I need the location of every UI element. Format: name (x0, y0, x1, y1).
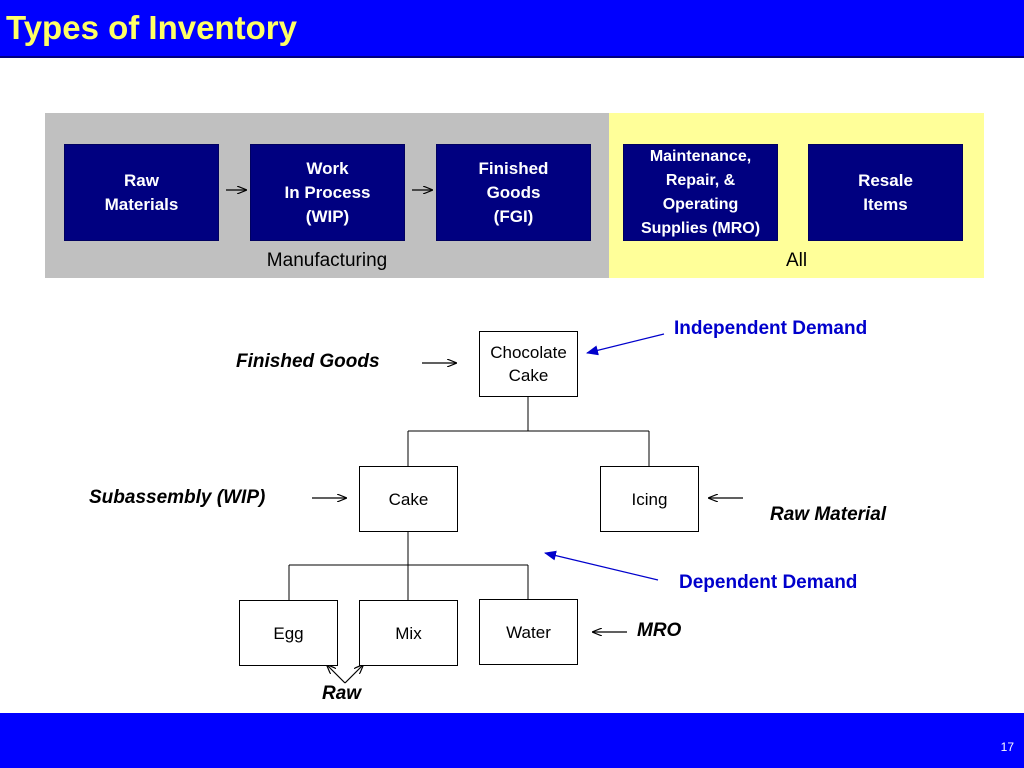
all-panel: Maintenance, Repair, & Operating Supplie… (609, 113, 984, 278)
raw-arrow-left (327, 665, 346, 684)
all-label: All (785, 250, 808, 271)
independent-demand-arrow (586, 333, 665, 356)
mro-label: MRO (637, 620, 682, 641)
water-node: Water (479, 599, 578, 665)
finished-goods-label: Finished Goods (236, 351, 380, 372)
tree-lines (288, 397, 650, 600)
footer-bar: 17 (0, 713, 1024, 768)
cake-node: Cake (359, 466, 458, 532)
manufacturing-label: Manufacturing (266, 250, 388, 271)
raw-arrow-right (344, 665, 363, 684)
raw-material-label: Raw Material (770, 504, 887, 525)
raw-label: Raw (322, 683, 362, 704)
header-bar: Types of Inventory (0, 0, 1024, 58)
page-number: 17 (1000, 740, 1014, 754)
dependent-demand-label: Dependent Demand (679, 572, 858, 593)
page-title: Types of Inventory (6, 9, 297, 46)
egg-node: Egg (239, 600, 338, 666)
subassembly-label: Subassembly (WIP) (89, 487, 266, 508)
chocolate-cake-node: Chocolate Cake (479, 331, 578, 397)
wip-box: Work In Process (WIP) (250, 144, 405, 241)
fgi-box: Finished Goods (FGI) (436, 144, 591, 241)
mix-node: Mix (359, 600, 458, 666)
icing-node: Icing (600, 466, 699, 532)
dependent-demand-arrow (544, 550, 659, 581)
mro-box: Maintenance, Repair, & Operating Supplie… (623, 144, 778, 241)
independent-demand-label: Independent Demand (674, 318, 868, 339)
manufacturing-panel: Raw Materials Work In Process (WIP) Fini… (45, 113, 609, 278)
raw-materials-box: Raw Materials (64, 144, 219, 241)
resale-items-box: Resale Items (808, 144, 963, 241)
